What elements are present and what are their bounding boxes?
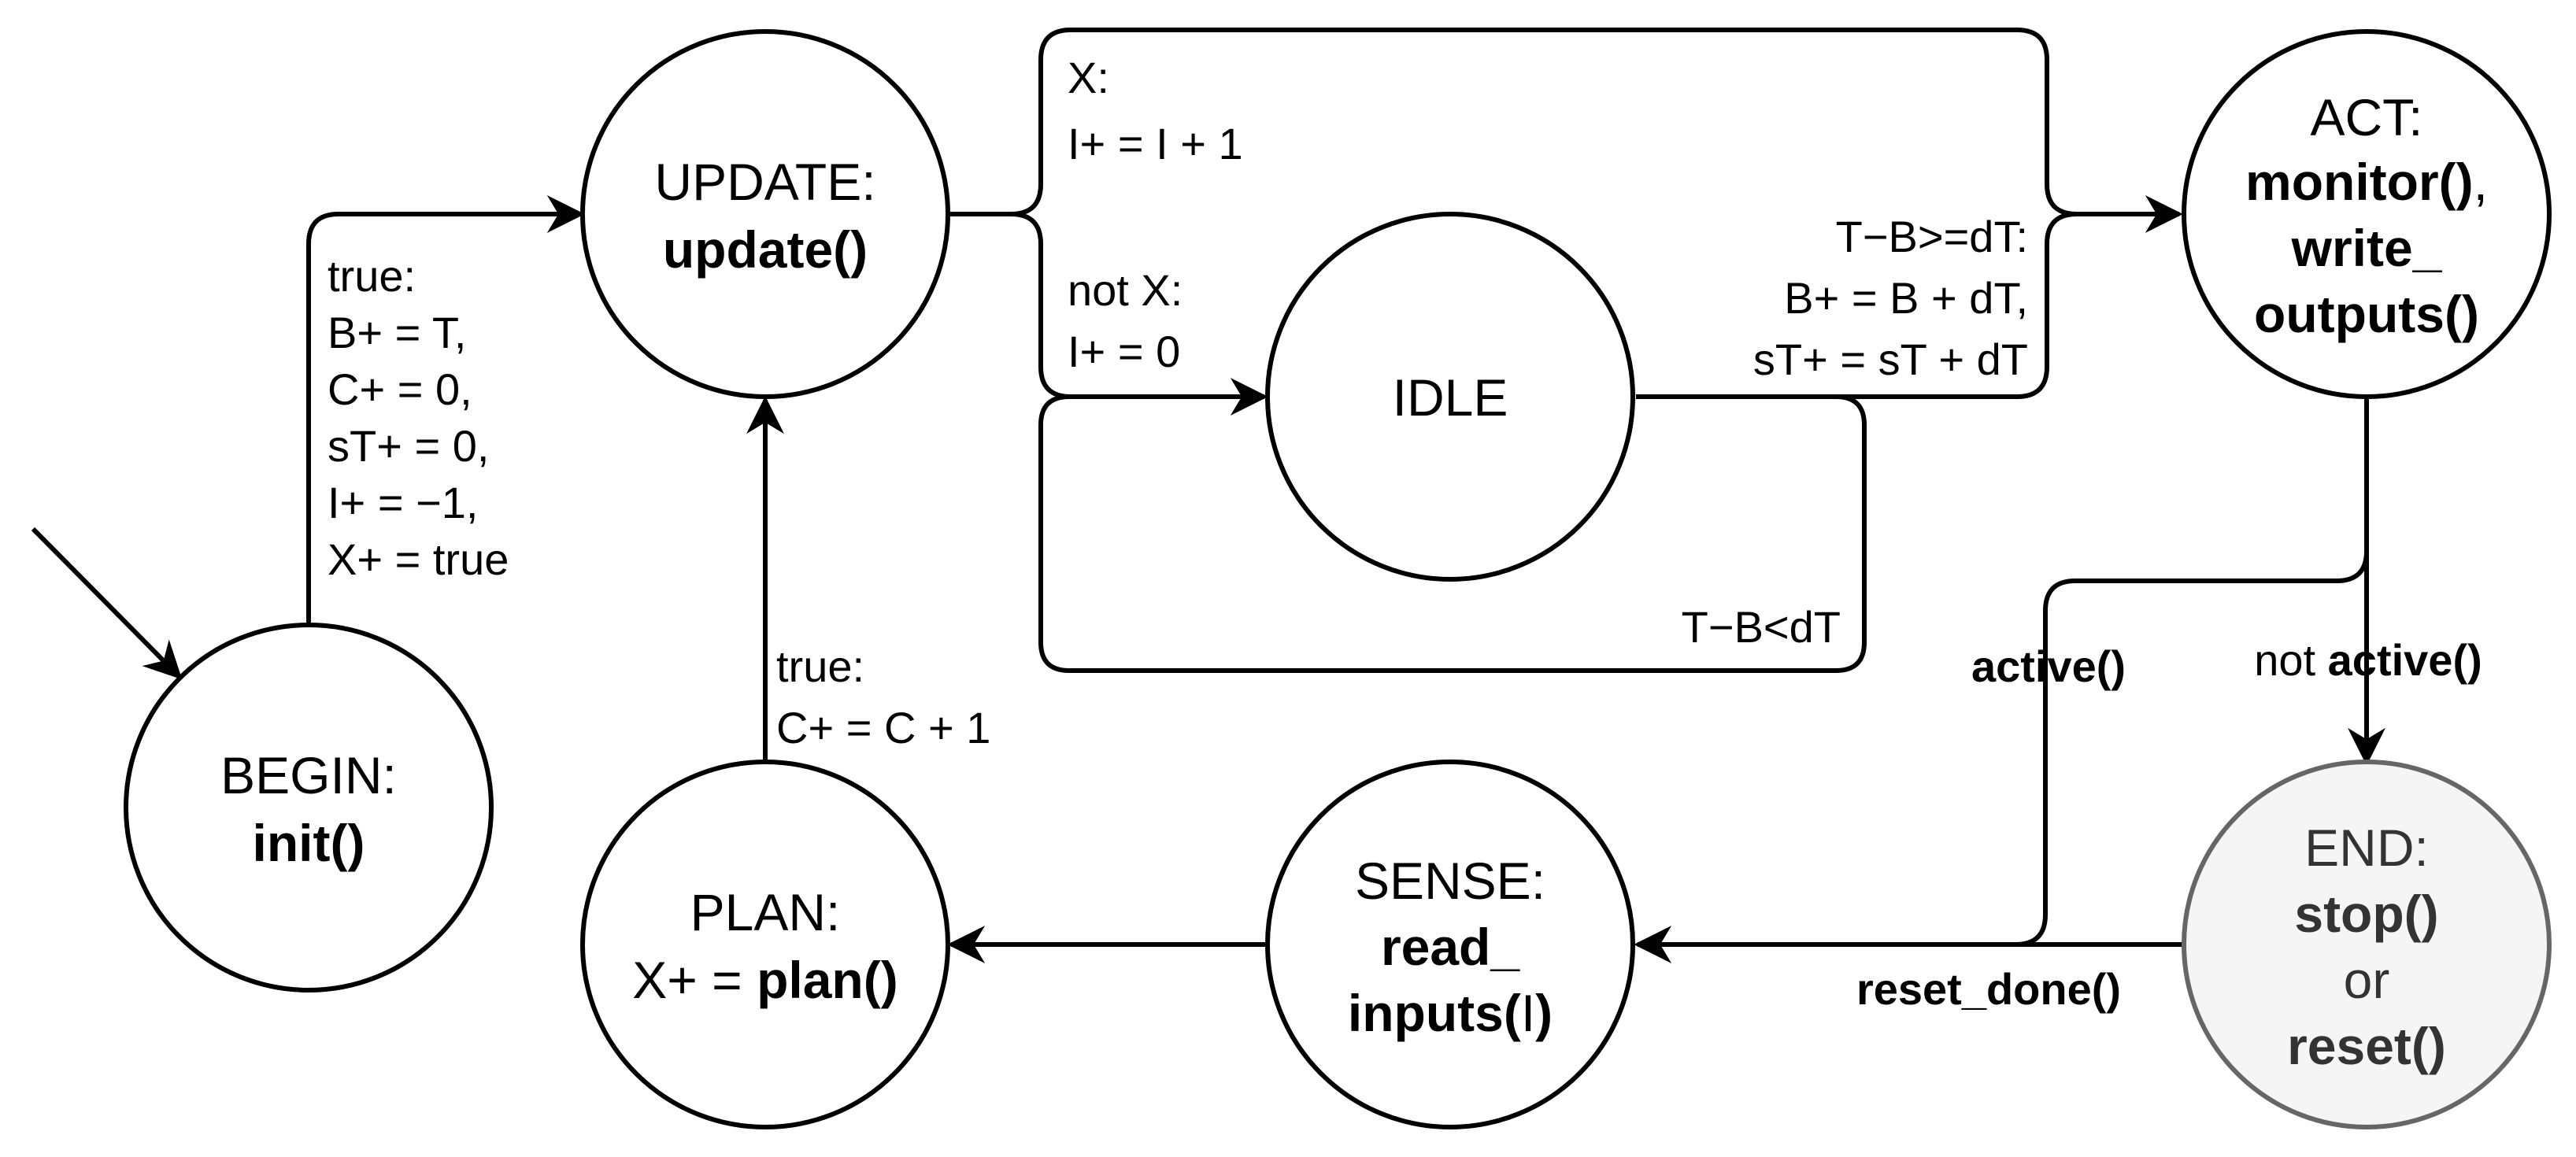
label-idle-act-1: B+ = B + dT, (1784, 273, 2028, 323)
label-update-act-0: X: (1068, 53, 1109, 102)
node-begin-name: BEGIN: (220, 746, 397, 804)
node-plan-circle (580, 760, 950, 1129)
node-sense-close: ) (1535, 984, 1553, 1042)
node-plan[interactable]: PLAN: X+ = plan() (580, 760, 950, 1129)
label-begin-update-2: C+ = 0, (328, 364, 472, 414)
label-begin-update-1: B+ = T, (328, 308, 466, 357)
label-idle-act-2: sT+ = sT + dT (1753, 335, 2028, 384)
node-act-outputs: outputs() (2254, 285, 2479, 343)
node-sense[interactable]: SENSE: read_ inputs(I) (1265, 760, 1635, 1129)
node-plan-action: plan() (757, 951, 898, 1009)
node-sense-circle (1265, 760, 1635, 1129)
label-update-act-1: I+ = I + 1 (1068, 119, 1243, 168)
label-act-end-prefix: not (2254, 635, 2327, 685)
node-act-comma: , (2474, 153, 2488, 211)
label-update-idle-1: I+ = 0 (1068, 327, 1180, 376)
edge-start (31, 527, 183, 680)
edges (31, 28, 2385, 963)
node-update[interactable]: UPDATE: update() (580, 29, 950, 399)
label-update-idle: not X: I+ = 0 (1068, 265, 1183, 376)
node-idle[interactable]: IDLE (1265, 212, 1635, 582)
node-end-stop: stop() (2294, 885, 2438, 943)
node-begin-action: init() (253, 814, 365, 872)
label-begin-update-0: true: (328, 251, 416, 301)
label-begin-update-4: I+ = −1, (328, 478, 479, 527)
node-idle-circle (1265, 212, 1635, 582)
label-idle-loop: T−B<dT (1682, 602, 1841, 652)
label-end-sense: reset_done() (1856, 964, 2121, 1014)
edge-act-sense (1634, 397, 2369, 963)
node-act-monitor: monitor() (2245, 153, 2474, 211)
label-plan-update: true: C+ = C + 1 (776, 641, 990, 752)
node-sense-arg: I (1521, 984, 1535, 1042)
node-plan-name: PLAN: (690, 883, 841, 941)
edge-idle-loop (1038, 394, 1867, 673)
edge-begin-update (306, 195, 585, 627)
label-plan-update-1: C+ = C + 1 (776, 703, 990, 752)
node-end-reset: reset() (2287, 1017, 2446, 1075)
label-act-end: not active() (2254, 635, 2482, 685)
label-act-sense: active() (1971, 641, 2126, 691)
node-end-or: or (2344, 951, 2390, 1009)
node-plan-prefix: X+ = (632, 951, 757, 1009)
node-begin[interactable]: BEGIN: init() (124, 623, 494, 993)
edge-idle-act (1636, 212, 2078, 399)
node-act-write: write_ (2291, 219, 2443, 277)
node-end-circle (2182, 760, 2552, 1129)
label-idle-act-0: T−B>=dT: (1836, 212, 2028, 261)
node-update-action: update() (663, 220, 868, 279)
edge-update-act (949, 28, 2183, 233)
node-act-name: ACT: (2310, 88, 2422, 146)
node-act[interactable]: ACT: monitor(), write_ outputs() (2182, 29, 2552, 399)
node-plan-line2: X+ = plan() (632, 951, 898, 1009)
node-end[interactable]: END: stop() or reset() (2182, 760, 2552, 1129)
node-sense-inputs: inputs( (1348, 984, 1521, 1042)
label-act-end-cond: active() (2328, 635, 2482, 685)
node-end-name: END: (2304, 819, 2429, 877)
label-idle-act: T−B>=dT: B+ = B + dT, sT+ = sT + dT (1753, 212, 2028, 384)
node-begin-circle (124, 623, 494, 993)
node-act-line2: monitor(), (2245, 153, 2488, 211)
node-idle-name: IDLE (1393, 368, 1508, 427)
label-begin-update-3: sT+ = 0, (328, 421, 489, 471)
node-sense-name: SENSE: (1355, 852, 1545, 910)
node-update-name: UPDATE: (654, 153, 875, 211)
label-plan-update-0: true: (776, 641, 864, 691)
label-update-act: X: I+ = I + 1 (1068, 53, 1243, 168)
node-sense-line3: inputs(I) (1348, 984, 1553, 1042)
edge-update-idle (1010, 212, 1268, 416)
label-begin-update-5: X+ = true (328, 534, 509, 584)
node-act-circle (2182, 29, 2552, 399)
label-begin-update: true: B+ = T, C+ = 0, sT+ = 0, I+ = −1, … (328, 251, 509, 584)
node-sense-read: read_ (1381, 918, 1520, 976)
node-update-circle (580, 29, 950, 399)
label-update-idle-0: not X: (1068, 265, 1183, 315)
